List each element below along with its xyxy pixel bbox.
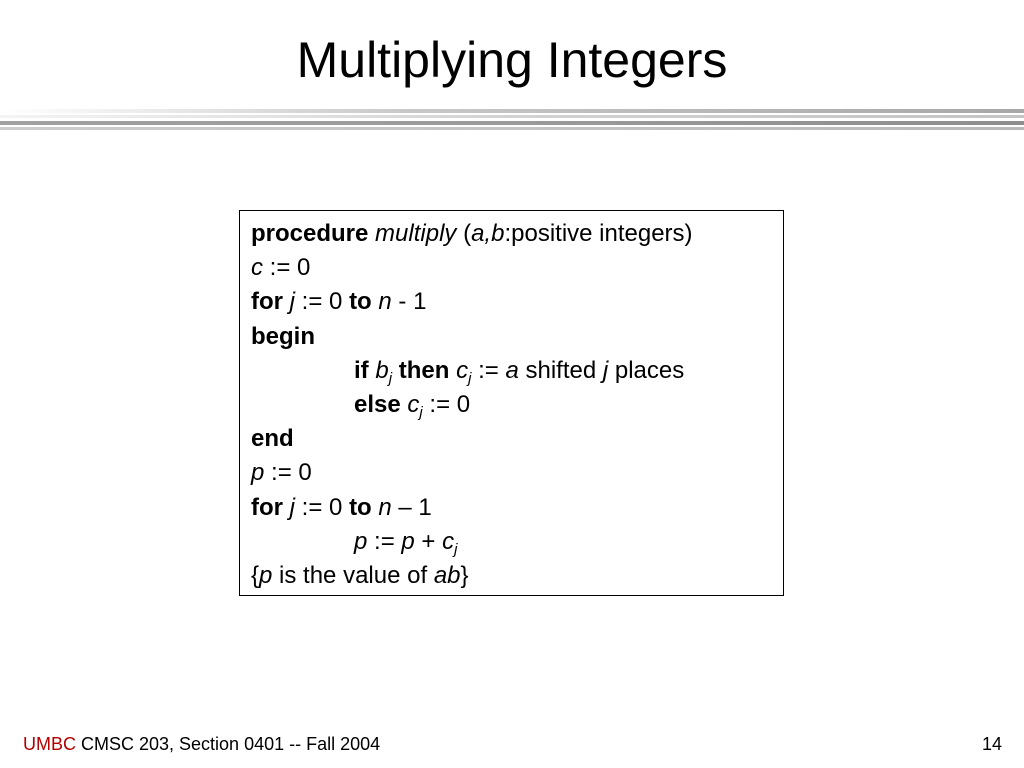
keyword-else: else [354, 390, 401, 418]
keyword-for: for [251, 493, 283, 521]
keyword-end: end [251, 425, 294, 453]
algo-line-p-init: p := 0 [251, 456, 783, 490]
places-text: places [608, 356, 685, 384]
shifted-text: shifted [518, 356, 603, 384]
algo-line-end: end [251, 422, 783, 456]
subscript-j: j [419, 403, 423, 421]
var-j: j [602, 356, 609, 384]
subscript-j: j [468, 369, 472, 387]
is-value-of-text: is the value of [272, 561, 434, 589]
var-ab: ab [433, 561, 461, 589]
var-a: a [505, 356, 519, 384]
footer-brand: UMBC [23, 734, 76, 754]
algo-line-c-init: c := 0 [251, 251, 783, 285]
minus-one: - 1 [391, 288, 427, 316]
var-p: p [401, 527, 415, 555]
subscript-j: j [454, 540, 458, 558]
algo-line-for-2: for j := 0 to n – 1 [251, 491, 783, 525]
brace-close: } [460, 561, 469, 589]
keyword-for: for [251, 288, 283, 316]
var-c: c [251, 254, 263, 282]
slide-title: Multiplying Integers [296, 32, 728, 88]
assign-op: := [471, 356, 506, 384]
param-type: :positive integers) [504, 220, 693, 247]
title-rule-1 [0, 109, 1024, 113]
keyword-to: to [349, 288, 372, 316]
param-vars: a,b [471, 220, 505, 247]
assign-zero: := 0 [295, 288, 343, 316]
assign-zero: := 0 [295, 493, 343, 521]
assign-op: := [367, 527, 402, 555]
keyword-then: then [398, 356, 450, 384]
var-b: b [375, 356, 389, 384]
algo-line-for-1: for j := 0 to n - 1 [251, 285, 783, 319]
keyword-if: if [354, 356, 369, 384]
algo-line-else: else cj := 0 [251, 388, 783, 422]
footer-course-info: UMBC CMSC 203, Section 0401 -- Fall 2004 [23, 733, 380, 755]
var-n: n [378, 288, 392, 316]
var-p: p [259, 561, 273, 589]
algo-line-begin: begin [251, 320, 783, 354]
paren-open: ( [456, 220, 472, 247]
minus-one: – 1 [391, 493, 432, 521]
var-p: p [251, 459, 265, 487]
var-c: c [407, 390, 420, 418]
var-c: c [442, 527, 455, 555]
plus-op: + [414, 527, 443, 555]
var-j: j [289, 288, 296, 316]
subscript-j: j [388, 369, 393, 387]
algorithm-box: procedure multiply (a,b:positive integer… [239, 210, 784, 596]
brace-open: { [251, 561, 260, 589]
assign-zero: := 0 [264, 459, 312, 487]
var-j: j [289, 493, 296, 521]
title-rule-2 [0, 115, 1024, 118]
assign-zero: := 0 [422, 390, 471, 418]
page-number: 14 [981, 734, 1002, 754]
keyword-procedure: procedure [251, 220, 369, 247]
algo-line-procedure: procedure multiply (a,b:positive integer… [251, 217, 783, 251]
keyword-to: to [349, 493, 372, 521]
title-rule-4 [0, 127, 1024, 130]
var-n: n [378, 493, 392, 521]
algo-line-if: if bj then cj := a shifted j places [251, 354, 783, 388]
var-c: c [456, 356, 469, 384]
footer-course: CMSC 203, Section 0401 -- Fall 2004 [76, 734, 381, 754]
keyword-begin: begin [251, 322, 315, 350]
title-rule-3 [0, 121, 1024, 125]
assign-zero: := 0 [263, 254, 311, 282]
procedure-name: multiply [375, 220, 457, 247]
algo-line-comment: {p is the value of ab} [251, 559, 783, 593]
algo-line-sum: p := p + cj [251, 525, 783, 559]
var-p: p [354, 527, 368, 555]
